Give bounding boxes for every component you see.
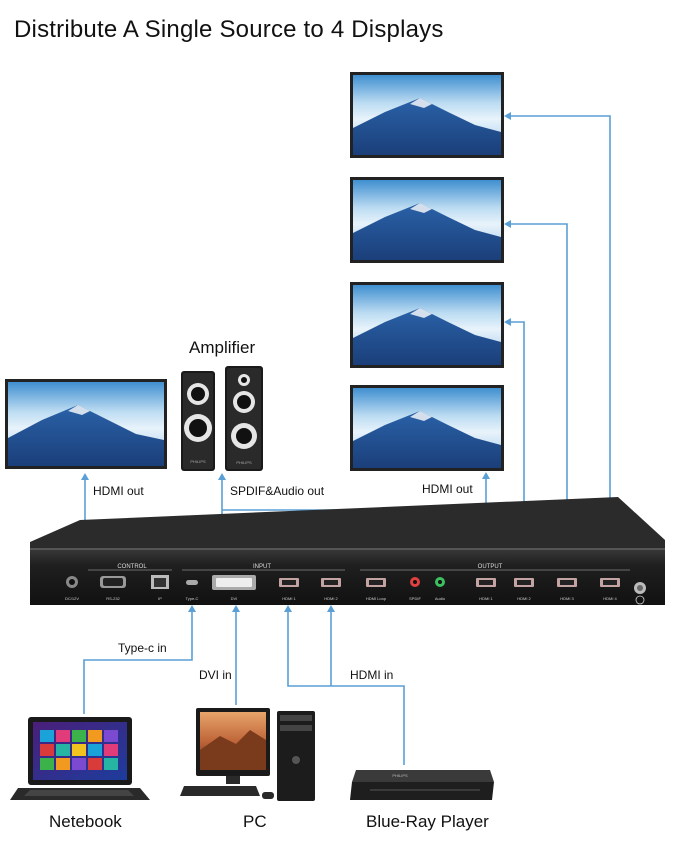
laptop-screen-tile: [72, 730, 86, 742]
port-label: HDMI 1: [479, 596, 493, 601]
port-label: RS-232: [106, 596, 120, 601]
pc-computer: [180, 708, 315, 801]
laptop-screen-tile: [72, 744, 86, 756]
laptop-screen-tile: [104, 744, 118, 756]
amplifier-label: Amplifier: [189, 338, 256, 357]
speaker-right-brand: PHILIPS: [236, 460, 252, 465]
netebook-label: Netebook: [49, 812, 122, 831]
port-label: HDMI 2: [517, 596, 531, 601]
laptop-screen-tile: [72, 758, 86, 770]
hdmi-in-label: HDMI in: [350, 668, 394, 682]
bluray-player: PHILIPS: [350, 770, 494, 800]
laptop-screen-tile: [88, 744, 102, 756]
panel-input-label: INPUT: [253, 564, 271, 570]
dvi-in-label: DVI in: [199, 668, 232, 682]
spdif-audio-out-label: SPDIF&Audio out: [230, 484, 325, 498]
port-label: HDMI 3: [560, 596, 574, 601]
speaker-left-brand: PHILIPS: [190, 459, 206, 464]
pc-label: PC: [243, 812, 267, 831]
hdmi-out-right-label: HDMI out: [422, 482, 473, 496]
port-label: HDMI Loop: [366, 596, 387, 601]
laptop-screen-tile: [104, 758, 118, 770]
port-label: HDMI 2: [324, 596, 338, 601]
panel-control-label: CONTROL: [117, 564, 147, 570]
laptop-screen-tile: [56, 744, 70, 756]
bluray-brand: PHILIPS: [392, 773, 408, 778]
laptop-screen-tile: [88, 730, 102, 742]
speaker-left: PHILIPS: [181, 371, 215, 471]
display-4: [350, 385, 504, 471]
port-label: Type-C: [186, 596, 199, 601]
input-lines: [83, 605, 405, 765]
speaker-right: PHILIPS: [225, 366, 263, 471]
laptop-screen-tile: [40, 758, 54, 770]
port-label: IP: [158, 596, 162, 601]
display-left: [5, 379, 167, 469]
display-1: [350, 72, 504, 158]
hdmi-out-left-label: HDMI out: [93, 484, 144, 498]
port-label: SPDIF: [409, 596, 421, 601]
netebook-laptop: [10, 717, 150, 800]
panel-output-label: OUTPUT: [478, 564, 503, 570]
laptop-screen-tile: [40, 744, 54, 756]
port-label: HDMI 4: [603, 596, 617, 601]
display-2: [350, 177, 504, 263]
laptop-screen-tile: [104, 730, 118, 742]
port-label: Audio: [435, 596, 446, 601]
display-3: [350, 282, 504, 368]
laptop-screen-tile: [88, 758, 102, 770]
port-label: DVI: [231, 596, 238, 601]
page-title: Distribute A Single Source to 4 Displays: [14, 16, 444, 43]
laptop-screen-tile: [40, 730, 54, 742]
laptop-screen-tile: [56, 758, 70, 770]
port-label: DC/12V: [65, 596, 79, 601]
bluray-label: Blue-Ray Player: [366, 812, 489, 831]
laptop-screen-tile: [56, 730, 70, 742]
switcher-device: CONTROL INPUT OUTPUT: [30, 497, 665, 605]
port-label: HDMI 1: [282, 596, 296, 601]
typec-in-label: Type-c in: [118, 641, 167, 655]
